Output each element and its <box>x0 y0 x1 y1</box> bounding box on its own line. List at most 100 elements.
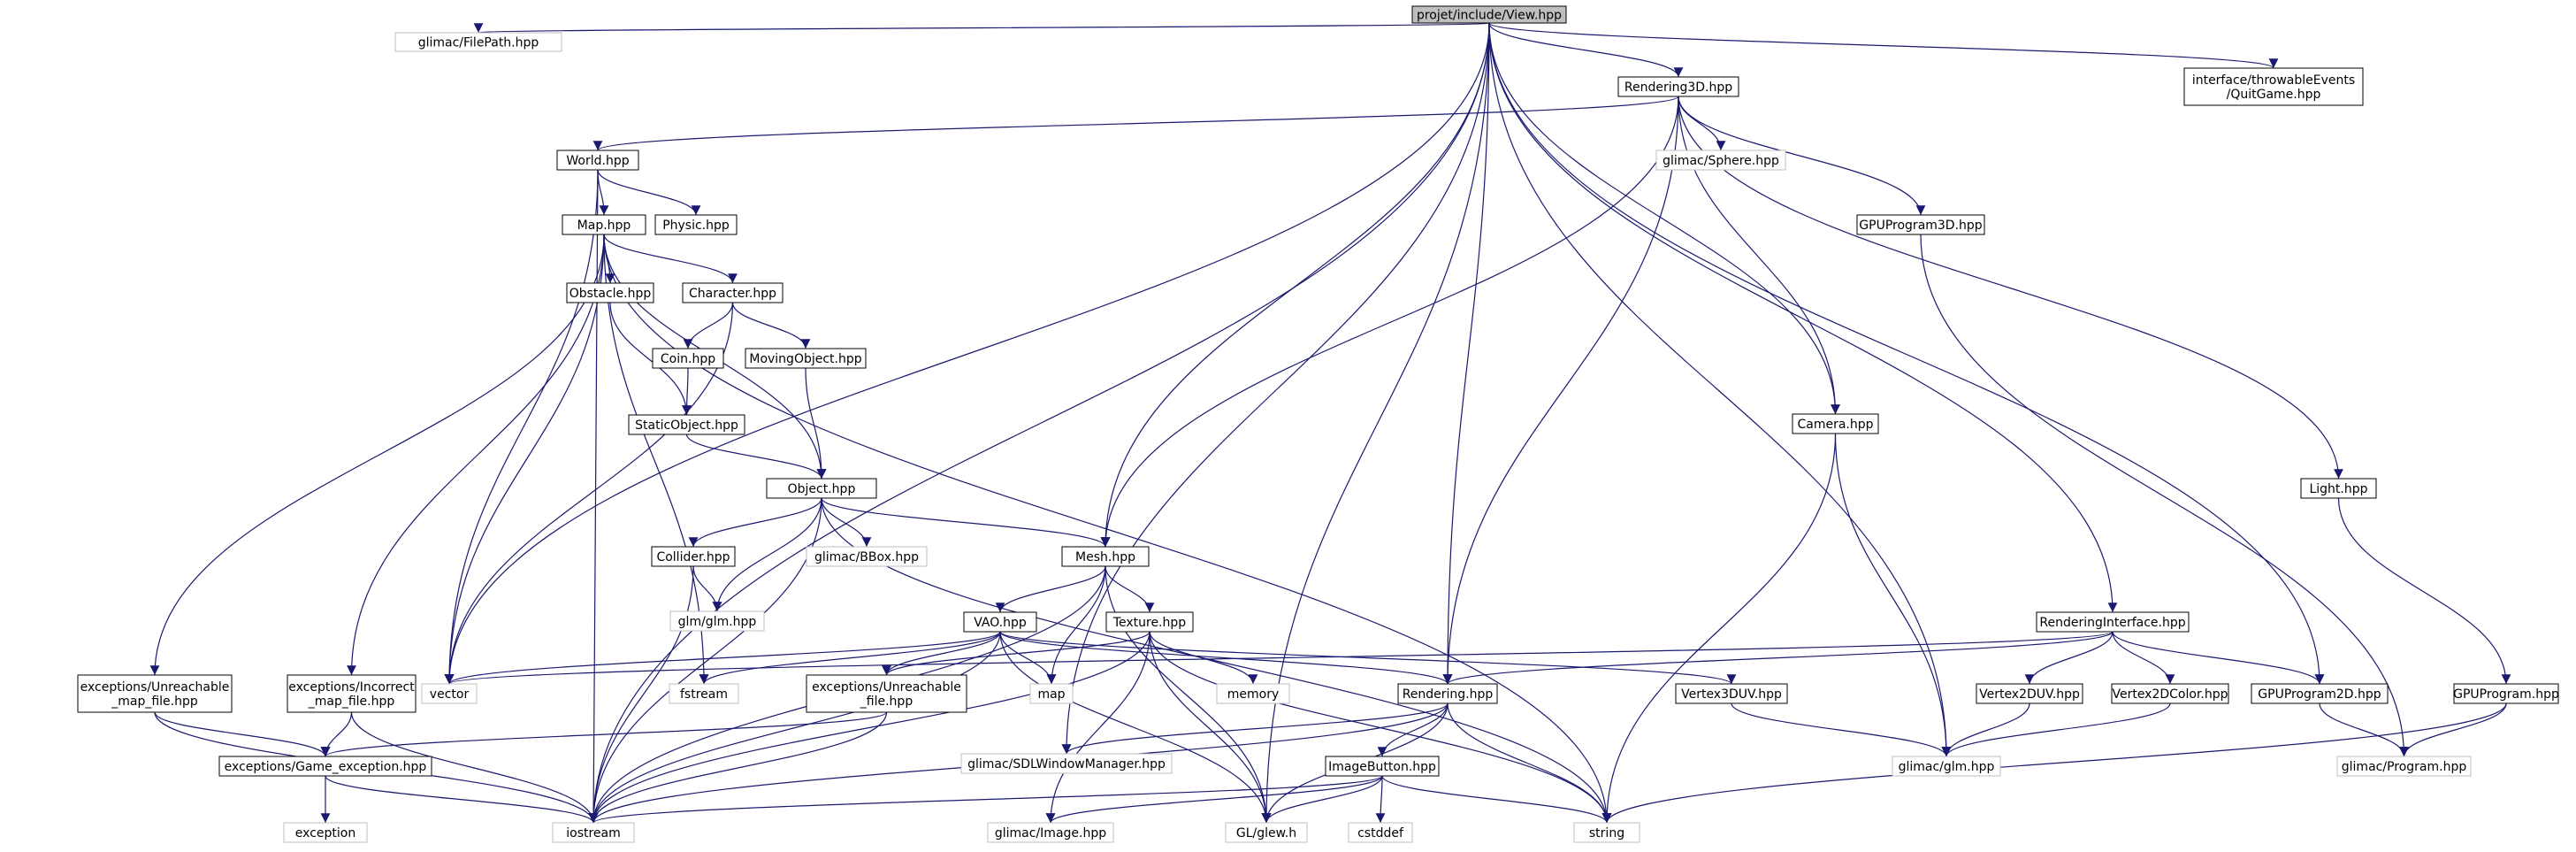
node-imagebutton-box <box>1325 756 1440 777</box>
edge-view-to-filepath <box>476 22 1490 34</box>
node-obstacle-box <box>566 282 654 303</box>
node-rendering3d-label: Rendering3D.hpp <box>1624 81 1732 95</box>
node-rendering3d[interactable]: Rendering3D.hpp <box>1617 76 1739 97</box>
node-vector-box <box>421 683 478 704</box>
node-view[interactable]: projet/include/View.hpp <box>1411 5 1567 24</box>
node-map-box <box>562 214 646 235</box>
node-character-label: Character.hpp <box>689 287 776 301</box>
edge-texture-to-string <box>1149 631 1612 824</box>
node-staticobject[interactable]: StaticObject.hpp <box>628 414 745 435</box>
node-gpuprogram[interactable]: GPUProgram.hpp <box>2453 683 2559 704</box>
edge-imagebutton-to-glew <box>1261 775 1383 824</box>
node-quitgame[interactable]: interface/throwableEvents/QuitGame.hpp <box>2183 67 2364 106</box>
edge-gpuprogram3d-to-program <box>1920 234 2409 757</box>
node-object[interactable]: Object.hpp <box>766 478 877 499</box>
edge-view-to-quitgame <box>1488 22 2278 69</box>
node-vao[interactable]: VAO.hpp <box>963 611 1037 633</box>
node-gpuprogram3d-box <box>1856 214 1985 235</box>
node-string: string <box>1573 822 1640 843</box>
edge-character-to-coin <box>683 302 734 349</box>
edge-rendering3d-to-rendering <box>1442 96 1679 685</box>
node-vertex3duv-label: Vertex3DUV.hpp <box>1681 687 1782 702</box>
node-map[interactable]: Map.hpp <box>562 214 646 235</box>
node-game_exception[interactable]: exceptions/Game_exception.hpp <box>218 756 432 777</box>
dependency-nodes: projet/include/View.hpp glimac/FilePath.h… <box>77 5 2559 843</box>
node-imagebutton-label: ImageButton.hpp <box>1328 760 1436 774</box>
node-memory-label: memory <box>1227 687 1280 702</box>
node-vertex2dcolor-label: Vertex2DColor.hpp <box>2112 687 2228 702</box>
edge-renderinginterface-to-vertex2dcolor <box>2112 631 2175 685</box>
node-rendering[interactable]: Rendering.hpp <box>1397 683 1498 704</box>
node-map-label: Map.hpp <box>577 219 631 233</box>
edge-incorrect_map-to-iostream <box>350 711 599 824</box>
node-unreach_map-label: exceptions/Unreachable_map_file.hpp <box>80 680 230 709</box>
edge-view-to-vector <box>444 22 1490 685</box>
edge-mesh-to-vao <box>995 565 1106 613</box>
node-filepath: glimac/FilePath.hpp <box>394 32 562 52</box>
node-coin[interactable]: Coin.hpp <box>652 348 724 369</box>
node-vao-box <box>963 611 1037 633</box>
node-mesh[interactable]: Mesh.hpp <box>1061 546 1150 567</box>
node-quitgame-label: interface/throwableEvents/QuitGame.hpp <box>2192 73 2355 102</box>
node-cstddef: cstddef <box>1348 822 1413 843</box>
node-sphere-box <box>1655 150 1786 171</box>
node-program: glimac/Program.hpp <box>2336 756 2472 777</box>
edge-unreach_file-to-iostream <box>588 711 888 824</box>
node-object-box <box>766 478 877 499</box>
edge-imagebutton-to-glimacimage <box>1045 775 1383 824</box>
node-world-box <box>556 150 639 171</box>
node-gpuprogram3d[interactable]: GPUProgram3D.hpp <box>1856 214 1985 235</box>
node-glimacimage: glimac/Image.hpp <box>987 822 1114 843</box>
node-camera[interactable]: Camera.hpp <box>1792 413 1879 434</box>
node-movingobject[interactable]: MovingObject.hpp <box>745 348 867 369</box>
node-collider[interactable]: Collider.hpp <box>651 546 736 567</box>
node-imagebutton[interactable]: ImageButton.hpp <box>1325 756 1440 777</box>
node-unreach_map[interactable]: exceptions/Unreachable_map_file.hpp <box>77 674 233 713</box>
node-cstddef-box <box>1348 822 1413 843</box>
node-gpuprogram2d[interactable]: GPUProgram2D.hpp <box>2251 683 2389 704</box>
node-unreach_file[interactable]: exceptions/Unreachable_file.hpp <box>806 674 967 713</box>
node-character-box <box>682 282 784 303</box>
edge-vao-to-rendering <box>999 631 1453 685</box>
node-glew-label: GL/glew.h <box>1236 826 1296 840</box>
edge-mesh-to-mapstd <box>1046 565 1106 685</box>
edge-rendering-to-sdlwm <box>1061 702 1449 755</box>
node-vertex2dcolor[interactable]: Vertex2DColor.hpp <box>2111 683 2229 704</box>
edge-map-to-incorrect_map <box>347 234 605 676</box>
edge-imagebutton-to-cstddef <box>1375 775 1386 824</box>
node-fstream-label: fstream <box>680 687 728 702</box>
node-renderinginterface[interactable]: RenderingInterface.hpp <box>2036 611 2190 633</box>
node-physic-box <box>654 214 738 235</box>
node-glimacimage-label: glimac/Image.hpp <box>995 826 1106 840</box>
edge-map-to-character <box>603 234 738 284</box>
node-exception: exception <box>283 822 368 843</box>
edge-texture-to-glew <box>1149 631 1272 824</box>
node-character[interactable]: Character.hpp <box>682 282 784 303</box>
node-vertex2duv[interactable]: Vertex2DUV.hpp <box>1976 683 2083 704</box>
node-game_exception-box <box>218 756 432 777</box>
node-view-box <box>1411 5 1567 24</box>
node-vertex3duv[interactable]: Vertex3DUV.hpp <box>1675 683 1788 704</box>
edge-gpuprogram2d-to-program <box>2319 702 2409 757</box>
node-program-box <box>2336 756 2472 777</box>
node-vertex2duv-box <box>1976 683 2083 704</box>
edge-vao-to-iostream <box>588 631 1001 824</box>
node-iostream: iostream <box>552 822 635 843</box>
node-collider-label: Collider.hpp <box>656 550 730 564</box>
edge-character-to-movingobject <box>731 302 811 349</box>
node-camera-label: Camera.hpp <box>1797 418 1873 432</box>
node-texture[interactable]: Texture.hpp <box>1105 611 1194 633</box>
edge-texture-to-glimacimage <box>1045 631 1150 824</box>
node-cstddef-label: cstddef <box>1357 826 1404 840</box>
node-physic[interactable]: Physic.hpp <box>654 214 738 235</box>
node-game_exception-label: exceptions/Game_exception.hpp <box>225 760 427 774</box>
node-world[interactable]: World.hpp <box>556 150 639 171</box>
node-obstacle[interactable]: Obstacle.hpp <box>566 282 654 303</box>
edge-object-to-string <box>821 497 1612 824</box>
node-light[interactable]: Light.hpp <box>2300 478 2377 499</box>
node-incorrect_map[interactable]: exceptions/Incorrect_map_file.hpp <box>287 674 417 713</box>
edge-collider-to-iostream <box>588 565 694 824</box>
edge-texture-to-memory <box>1149 631 1258 685</box>
node-sphere-label: glimac/Sphere.hpp <box>1663 154 1779 168</box>
node-collider-box <box>651 546 736 567</box>
